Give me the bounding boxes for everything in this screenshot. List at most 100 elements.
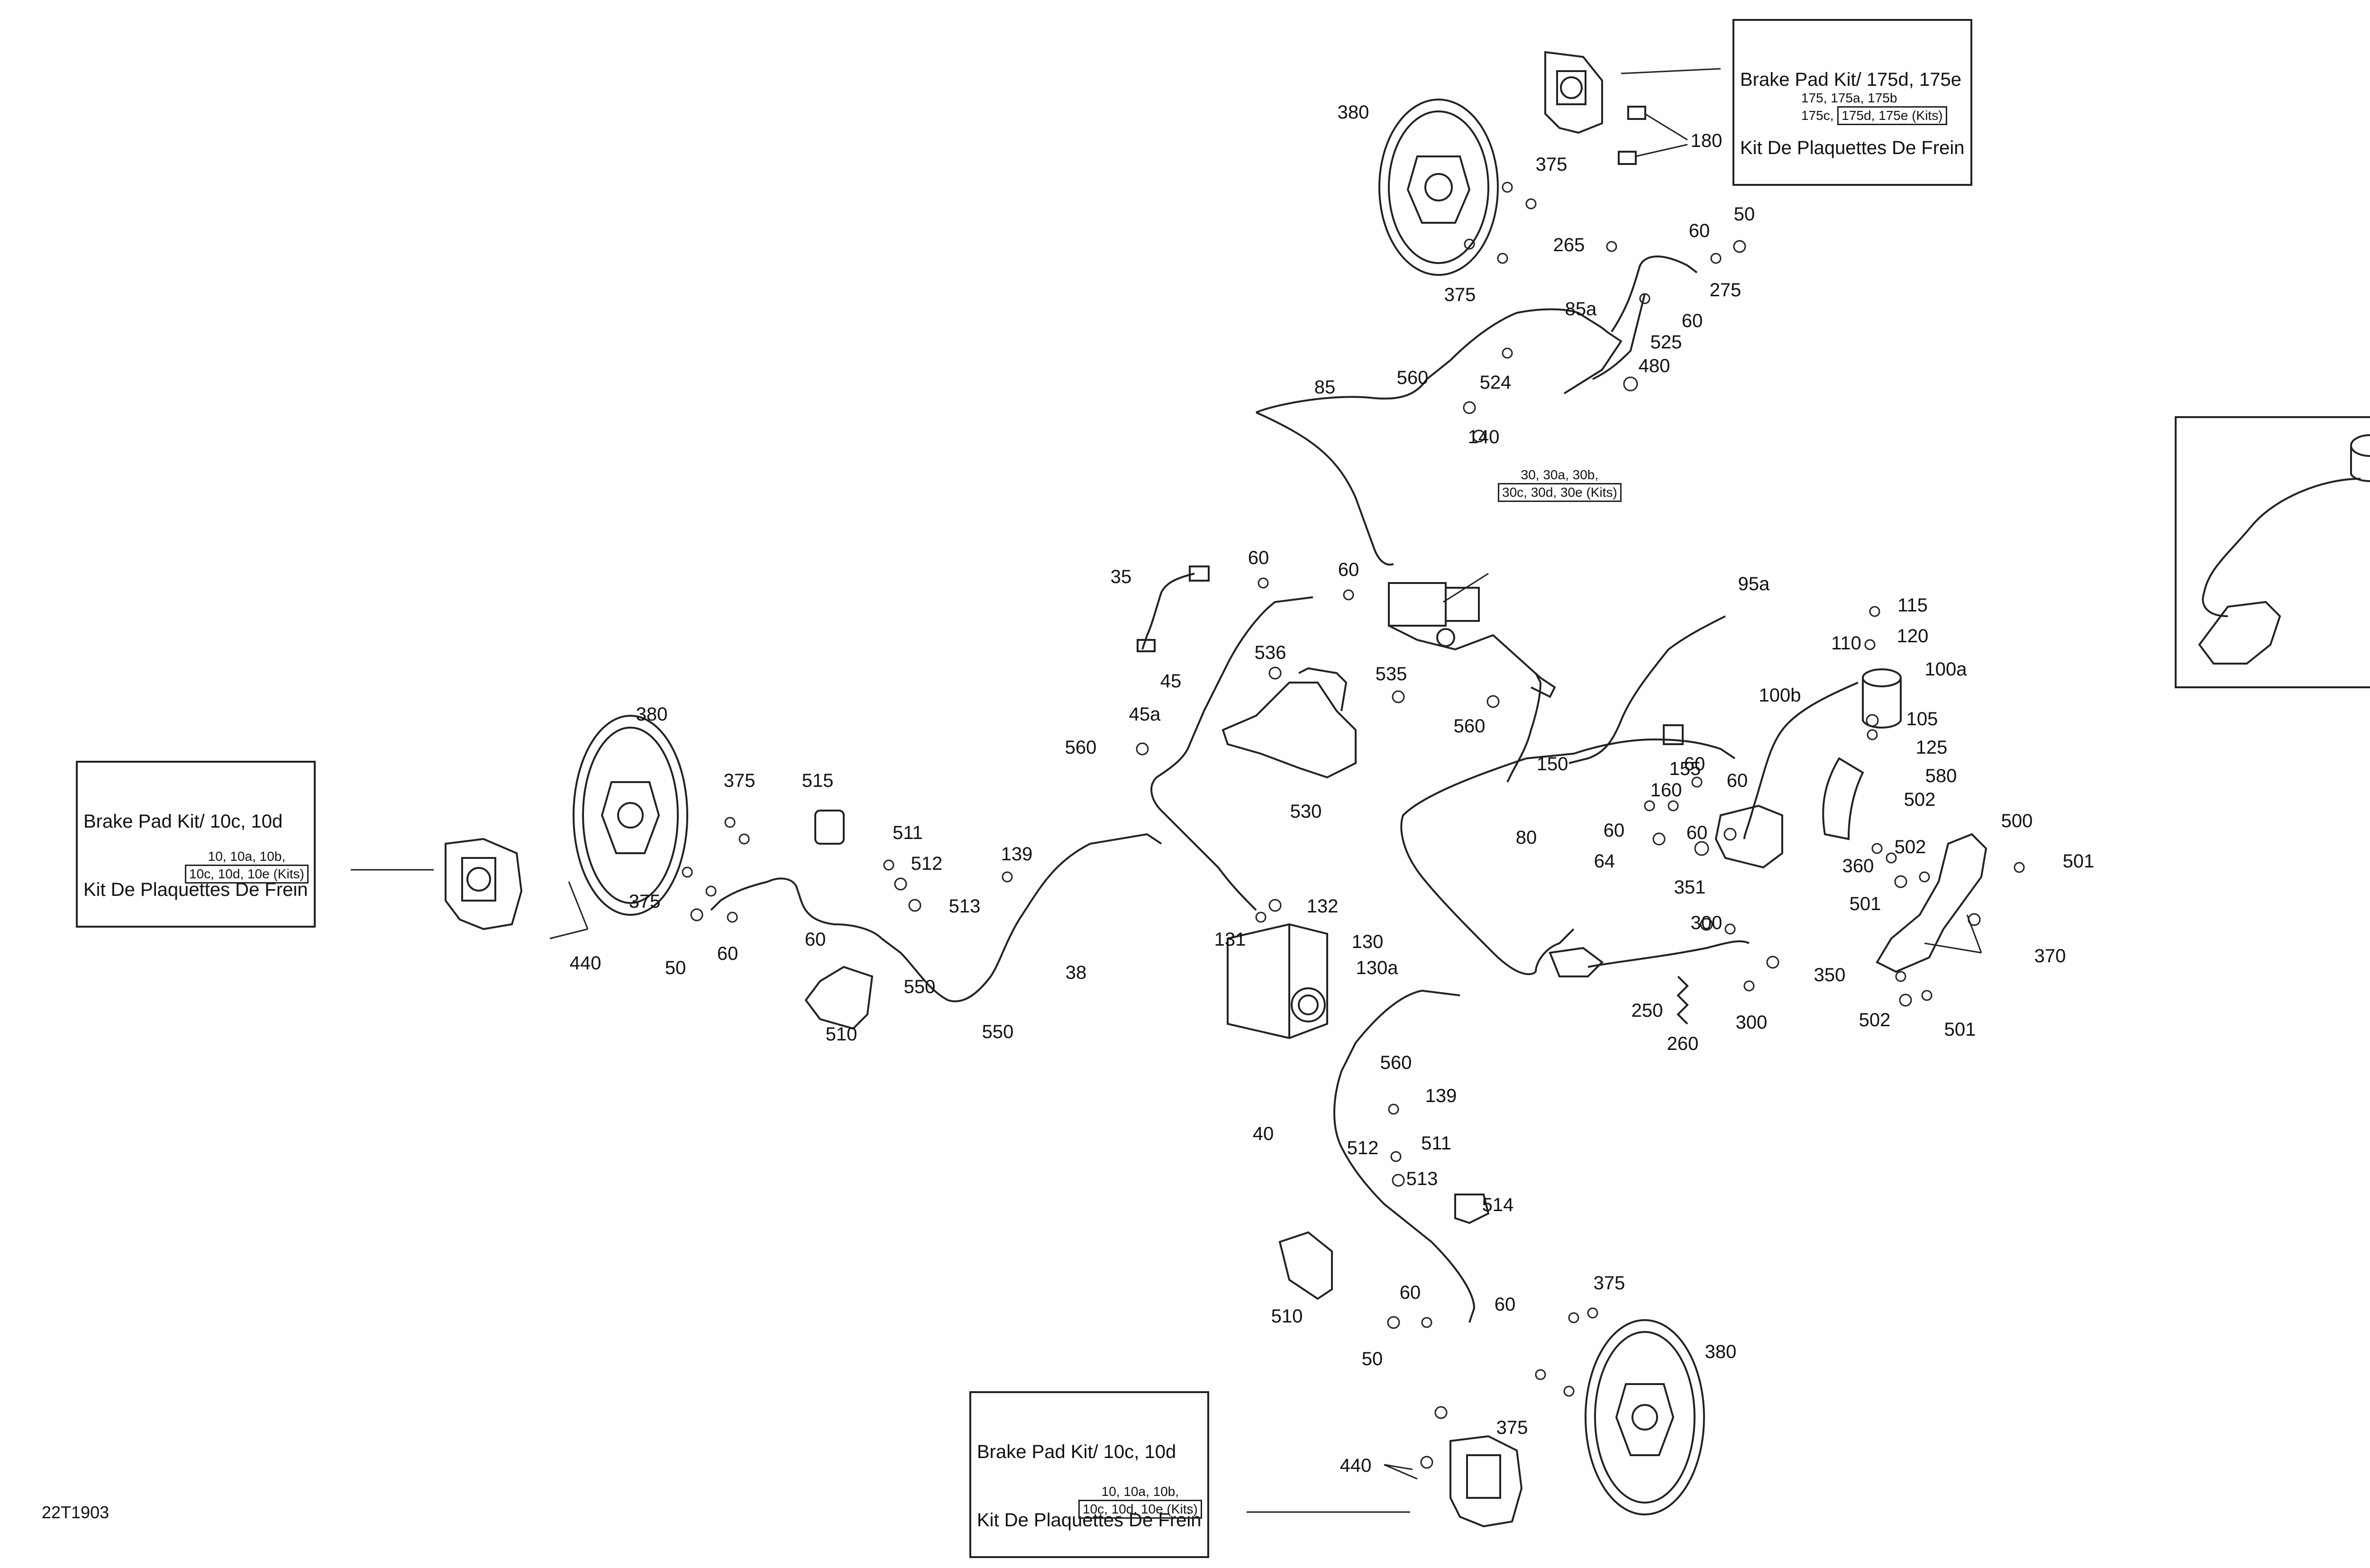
callout: 440: [570, 953, 602, 974]
callout: 510: [826, 1024, 857, 1045]
callout: 115: [1897, 595, 1928, 616]
callout: 360: [1842, 856, 1874, 876]
callout: 60: [1604, 820, 1625, 841]
callout: 60: [1248, 547, 1269, 568]
kit-note-master-cylinder: 30, 30a, 30b, 30c, 30d, 30e (Kits): [1498, 467, 1622, 502]
fasteners: [682, 182, 2025, 1469]
callout: 139: [1001, 844, 1033, 865]
kit-box-line: Brake Pad Kit/ 10c, 10d: [977, 1441, 1176, 1462]
callout: 370: [2034, 946, 2066, 966]
callout: 512: [1347, 1138, 1379, 1158]
bracket-514: [1454, 1194, 1490, 1224]
callout: 64: [1594, 851, 1615, 872]
kit-note-front-bottom-caliper: 10, 10a, 10b, 10c, 10d, 10e (Kits): [1078, 1484, 1202, 1519]
callout: 60: [1689, 220, 1710, 241]
brake-pad-kit-box-rear: Brake Pad Kit/ 175d, 175e Kit De Plaquet…: [1732, 19, 1972, 186]
hose-580: [1822, 757, 1864, 840]
spring-260: [1677, 975, 1689, 1025]
front-right-brake-disc: [1585, 1319, 1705, 1515]
kit-note-framed: 175d, 175e (Kits): [1837, 106, 1947, 125]
callout: 501: [1850, 893, 1881, 914]
callout: 85: [1314, 377, 1336, 398]
callout: 300: [1736, 1012, 1768, 1033]
callout: 375: [1594, 1273, 1625, 1294]
front-left-caliper: [445, 838, 523, 930]
callout: 100a: [1925, 659, 1968, 680]
kit-note-rear-caliper: 175, 175a, 175b 175c, 175d, 175e (Kits): [1801, 90, 1947, 125]
kit-box-line: Kit De Plaquettes De Frein: [1740, 137, 1965, 158]
callout: 550: [904, 976, 936, 997]
callout: 500: [2001, 811, 2033, 831]
callout: 85a: [1565, 299, 1597, 319]
callout: 502: [1895, 837, 1926, 857]
callout: 260: [1667, 1033, 1699, 1054]
callout: 60: [1338, 559, 1359, 580]
brake-line-40: [1333, 989, 1476, 1323]
kit-note-framed: 30c, 30d, 30e (Kits): [1498, 483, 1622, 502]
callout: 560: [1397, 367, 1429, 388]
brake-line-45: [1150, 596, 1313, 911]
callout: 300: [1691, 912, 1723, 933]
callout: 580: [1925, 766, 1957, 786]
callout: 130a: [1356, 957, 1399, 978]
callout: 155: [1669, 758, 1701, 779]
inset-frame: [2175, 416, 2370, 688]
bolt-180: [1618, 106, 1646, 165]
leader-lines: [351, 68, 1982, 1513]
callout: 125: [1916, 737, 1948, 758]
callout: 502: [1859, 1010, 1891, 1030]
callout: 50: [1734, 204, 1755, 225]
callout: 132: [1307, 896, 1339, 917]
kit-note-line: 175, 175a, 175b: [1801, 91, 1897, 105]
document-id: 22T1903: [42, 1503, 109, 1522]
kit-box-line: Kit De Plaquettes De Frein: [977, 1510, 1202, 1531]
callout: 139: [1425, 1085, 1457, 1106]
callout: 60: [1727, 770, 1748, 791]
callout: 50: [665, 957, 686, 978]
callout: 60: [1686, 822, 1708, 843]
callout: 120: [1897, 626, 1929, 647]
callout: 60: [1684, 754, 1705, 775]
callout: 535: [1376, 664, 1407, 684]
kit-note-line: 10, 10a, 10b,: [208, 849, 286, 864]
callout: 380: [1705, 1341, 1737, 1362]
callout: 440: [1340, 1455, 1372, 1476]
callout: 100b: [1759, 685, 1801, 706]
callout: 131: [1214, 929, 1246, 950]
front-left-brake-disc: [573, 715, 688, 916]
master-cylinder: [1388, 582, 1556, 698]
callout: 180: [1691, 130, 1723, 151]
callout: 35: [1111, 566, 1132, 587]
callout: 60: [1682, 310, 1703, 331]
callout: 380: [1338, 102, 1369, 123]
callout: 160: [1650, 780, 1682, 801]
callout: 60: [1495, 1294, 1516, 1315]
callout: 130: [1352, 931, 1384, 952]
callout: 513: [1406, 1168, 1438, 1189]
sensor-155: [1663, 724, 1684, 745]
brake-pad-kit-box-front-bottom: Brake Pad Kit/ 10c, 10d Kit De Plaquette…: [969, 1391, 1209, 1558]
kit-note-front-left-caliper: 10, 10a, 10b, 10c, 10d, 10e (Kits): [185, 848, 309, 884]
callout: 510: [1271, 1306, 1303, 1327]
callout: 501: [2063, 851, 2095, 872]
callout: 375: [629, 891, 661, 912]
callout: 502: [1904, 789, 1936, 810]
callout: 560: [1380, 1052, 1412, 1073]
rear-master-cylinder: [1549, 804, 1783, 977]
callout: 38: [1066, 962, 1087, 983]
callout: 530: [1290, 801, 1322, 822]
callout: 525: [1650, 332, 1682, 353]
reservoir-100a: [1862, 668, 1902, 729]
callout: 45: [1160, 671, 1182, 692]
callout: 105: [1906, 709, 1938, 729]
bracket-510-lower: [1278, 1231, 1333, 1300]
kit-note-line: 10, 10a, 10b,: [1101, 1484, 1179, 1499]
callout: 501: [1944, 1019, 1976, 1040]
kit-box-line: Brake Pad Kit/ 175d, 175e: [1740, 69, 1961, 90]
brake-pad-kit-box-front-left: Brake Pad Kit/ 10c, 10d Kit De Plaquette…: [76, 761, 316, 928]
brake-line-150: [1506, 673, 1542, 783]
callout: 350: [1814, 965, 1846, 985]
brake-lines-right: [1400, 615, 1859, 975]
callout: 560: [1065, 737, 1097, 758]
